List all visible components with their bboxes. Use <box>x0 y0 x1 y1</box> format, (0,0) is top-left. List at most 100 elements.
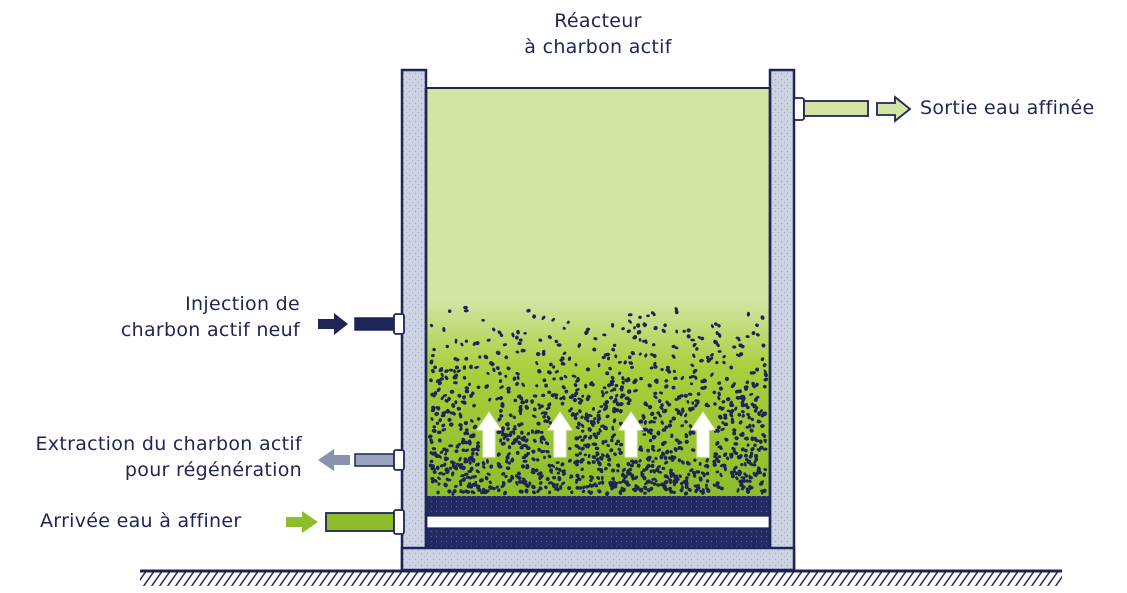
carbon-particle <box>585 367 591 372</box>
carbon-particle <box>670 433 674 439</box>
carbon-particle <box>538 481 543 485</box>
carbon-particle <box>605 414 610 419</box>
carbon-particle <box>664 379 669 383</box>
carbon-particle <box>687 487 692 492</box>
carbon-particle <box>453 369 456 374</box>
carbon-particle <box>574 478 579 484</box>
carbon-particle <box>636 463 641 468</box>
carbon-particle <box>669 489 674 494</box>
carbon-particle <box>663 323 667 328</box>
carbon-particle <box>754 406 759 410</box>
carbon-particle <box>472 341 477 346</box>
carbon-particle <box>531 467 536 473</box>
carbon-particle <box>748 484 752 488</box>
carbon-particle <box>623 360 627 365</box>
carbon-particle <box>592 347 597 352</box>
carbon-particle <box>660 420 664 425</box>
carbon-particle <box>499 385 504 390</box>
extraction-label-line2: pour régénération <box>124 459 302 481</box>
carbon-particle <box>651 447 656 452</box>
carbon-particle <box>690 338 696 342</box>
carbon-particle <box>679 446 684 451</box>
carbon-particle <box>486 458 489 464</box>
carbon-particle <box>693 458 697 462</box>
carbon-particle <box>547 334 552 340</box>
carbon-particle <box>581 394 585 398</box>
carbon-particle <box>464 448 470 453</box>
support-layers <box>426 496 770 548</box>
carbon-particle <box>604 491 610 497</box>
carbon-particle <box>435 406 439 410</box>
carbon-particle <box>444 452 448 456</box>
carbon-particle <box>729 470 734 476</box>
carbon-particle <box>539 430 544 434</box>
carbon-particle <box>757 466 761 471</box>
carbon-particle <box>656 430 661 436</box>
carbon-particle <box>524 406 530 410</box>
carbon-particle <box>472 458 476 462</box>
carbon-particle <box>488 480 492 485</box>
carbon-particle <box>704 402 709 407</box>
carbon-particle <box>522 348 526 353</box>
carbon-particle <box>674 474 679 478</box>
carbon-particle <box>668 419 673 424</box>
carbon-particle <box>540 411 546 415</box>
carbon-particle <box>495 485 499 489</box>
carbon-particle <box>583 453 588 457</box>
carbon-particle <box>518 404 523 409</box>
carbon-particle <box>501 472 506 476</box>
carbon-particle <box>474 365 480 369</box>
carbon-particle <box>432 347 436 352</box>
carbon-particle <box>710 372 714 377</box>
carbon-particle <box>682 329 686 333</box>
carbon-particle <box>478 355 482 359</box>
carbon-particle <box>674 307 678 311</box>
carbon-particle <box>545 419 550 424</box>
carbon-particle <box>748 479 752 483</box>
carbon-particle <box>525 463 530 468</box>
carbon-particle <box>719 416 723 420</box>
carbon-particle <box>759 409 763 413</box>
carbon-particle <box>692 353 696 358</box>
carbon-particle <box>665 449 670 455</box>
carbon-particle <box>713 452 719 456</box>
carbon-particle <box>506 437 510 442</box>
extraction-label: Extraction du charbon actif pour régénér… <box>0 431 302 483</box>
carbon-particle <box>612 387 617 392</box>
carbon-particle <box>713 402 717 406</box>
carbon-particle <box>625 480 629 485</box>
carbon-particle <box>611 476 615 481</box>
carbon-particle <box>717 332 722 338</box>
carbon-particle <box>444 369 450 373</box>
carbon-particle <box>609 448 614 453</box>
carbon-particle <box>508 413 513 418</box>
carbon-particle <box>510 474 515 480</box>
carbon-particle <box>605 371 610 376</box>
carbon-particle <box>601 440 605 445</box>
carbon-particle <box>618 409 623 414</box>
carbon-particle <box>688 407 693 412</box>
carbon-particle <box>600 475 604 481</box>
carbon-particle <box>586 460 591 465</box>
carbon-particle <box>612 343 617 347</box>
carbon-particle <box>756 420 762 424</box>
carbon-particle <box>635 485 640 491</box>
reactor-title-line1: Réacteur <box>554 10 642 32</box>
carbon-particle <box>685 478 689 483</box>
carbon-particle <box>511 332 515 338</box>
carbon-particle <box>506 366 511 371</box>
carbon-particle <box>593 417 597 421</box>
carbon-particle <box>482 489 486 495</box>
carbon-particle <box>569 475 574 479</box>
carbon-particle <box>443 456 448 461</box>
carbon-particle <box>465 489 471 494</box>
carbon-particle <box>628 319 632 324</box>
carbon-particle <box>502 436 506 440</box>
carbon-particle <box>740 447 745 452</box>
carbon-particle <box>578 451 582 456</box>
carbon-particle <box>464 386 469 390</box>
carbon-particle <box>475 341 480 346</box>
carbon-particle <box>542 378 547 383</box>
carbon-particle <box>476 385 481 390</box>
carbon-particle <box>609 380 613 384</box>
